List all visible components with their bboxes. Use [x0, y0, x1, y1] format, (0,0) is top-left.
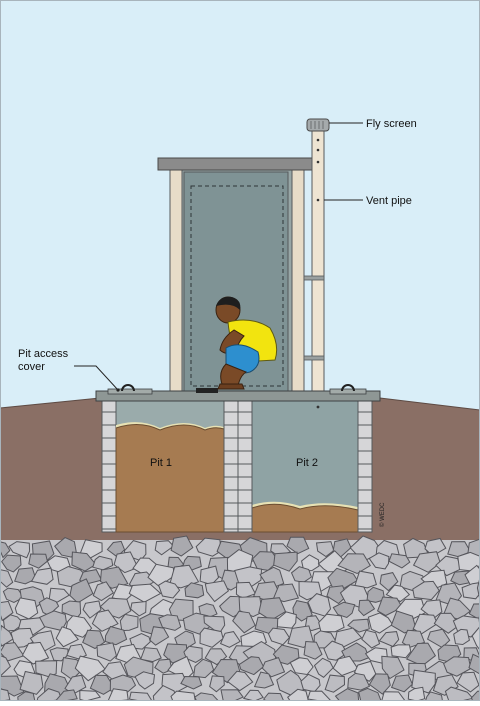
vent-pipe-bracket-1	[304, 276, 324, 280]
pit-2-sludge	[252, 504, 358, 532]
pit-1-wall-left	[102, 400, 116, 532]
fly-screen-mesh	[307, 119, 329, 131]
pit-1-label: Pit 1	[150, 457, 172, 469]
gravel-stone	[171, 691, 195, 701]
vent-pipe-bracket-2	[304, 356, 324, 360]
pit-2-wall-right	[358, 400, 372, 532]
frame-right	[292, 170, 304, 392]
frame-left	[170, 170, 182, 392]
copyright-label: © WEDC	[379, 502, 386, 527]
squat-hole	[196, 388, 218, 393]
pit-1-sludge	[116, 424, 224, 532]
person-feet	[218, 384, 244, 389]
vent-dot-1	[317, 139, 320, 142]
pit-2-wall-inner	[238, 400, 252, 532]
gravel-stone	[391, 645, 411, 658]
pit-access-cover-right	[330, 389, 366, 394]
pit-1-wall-right	[224, 400, 238, 532]
vent-dot-3	[317, 161, 320, 164]
vent-base-dot	[317, 406, 320, 409]
gravel-stone	[120, 614, 138, 630]
pit-2-label: Pit 2	[296, 457, 318, 469]
pit-access-cover-label-line2: cover	[18, 361, 45, 373]
vent-dot-4	[317, 199, 320, 202]
fly-screen-cap	[307, 119, 329, 131]
roof	[158, 158, 314, 170]
fly-screen-label: Fly screen	[366, 118, 417, 130]
pit-access-cover-left	[108, 389, 152, 394]
vent-pipe-label: Vent pipe	[366, 195, 412, 207]
gravel-layer	[0, 536, 480, 701]
pit-access-leader-dot	[116, 388, 119, 391]
pit-access-cover-label-line1: Pit access	[18, 348, 69, 360]
vent-dot-2	[317, 149, 320, 152]
